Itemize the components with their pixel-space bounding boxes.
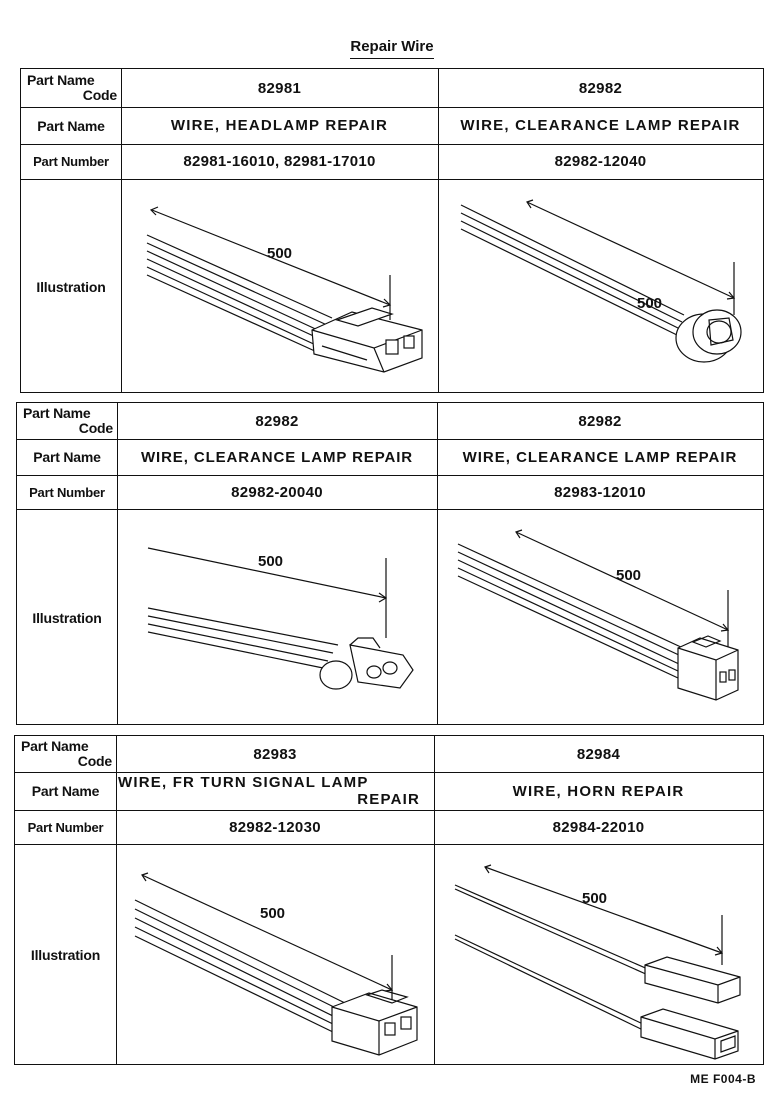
part-code: 82981: [257, 79, 302, 97]
connector-housing: [331, 992, 418, 1056]
part-number: 82982-20040: [231, 483, 323, 501]
dimension-label: 500: [637, 295, 662, 312]
illustration-label: Illustration: [36, 278, 106, 295]
dimension-arrow: [484, 866, 723, 954]
spade-connector-2: [640, 1008, 739, 1060]
dimension-label: 500: [616, 567, 641, 584]
dimension-arrow: [147, 547, 387, 599]
part-number: 82983-12010: [554, 483, 646, 501]
connector-housing: [349, 644, 414, 689]
dimension-label: 500: [260, 905, 285, 922]
part-number: 82982-12030: [229, 818, 321, 836]
headlamp-wire-illustration: 500: [146, 206, 423, 373]
part-number-label: Part Number: [29, 484, 105, 500]
dimension-arrow: [515, 531, 729, 631]
part-code: 82982: [578, 412, 622, 430]
part-number: 82984-22010: [552, 818, 645, 836]
part-name-label: Part Name: [31, 783, 100, 799]
horn-wire-illustration: 500: [454, 864, 741, 1060]
part-number: 82981-16010, 82981-17010: [183, 153, 376, 170]
part-code: 82983: [253, 745, 297, 763]
dimension-arrow: [526, 201, 735, 299]
illustration-label: Illustration: [30, 947, 101, 963]
connector-housing: [677, 637, 739, 701]
part-name-label: Part Name: [37, 117, 105, 134]
spade-connector-1: [644, 956, 741, 1004]
part-name: WIRE, CLEARANCE LAMP REPAIR: [140, 448, 414, 466]
part-number: 82982-12040: [554, 153, 647, 170]
clearance-lamp-wire-illustration: 500: [147, 547, 414, 690]
figure-code: ME F004-B: [690, 1072, 756, 1086]
dimension-label: 500: [258, 553, 283, 570]
part-code: 82982: [255, 412, 299, 430]
part-number-label: Part Number: [27, 819, 104, 835]
part-name-label: Part Name: [33, 449, 101, 465]
dimension-label: 500: [582, 890, 607, 907]
dimension-label: 500: [267, 245, 292, 262]
part-name: WIRE, HEADLAMP REPAIR: [170, 117, 389, 134]
clearance-lamp-socket-illustration: 500: [460, 199, 742, 363]
page-title: Repair Wire: [0, 38, 784, 59]
illustration-label: Illustration: [32, 609, 102, 626]
part-code: 82982: [578, 79, 623, 97]
part-name: WIRE, CLEARANCE LAMP REPAIR: [462, 448, 738, 466]
dimension-arrow: [141, 874, 393, 991]
part-number-label: Part Number: [33, 154, 109, 169]
part-name: WIRE, CLEARANCE LAMP REPAIR: [460, 117, 741, 134]
part-name: WIRE, HORN REPAIR: [512, 782, 685, 800]
part-code: 82984: [576, 745, 621, 763]
turn-signal-wire-illustration: 500: [134, 872, 418, 1056]
connector-housing: [311, 311, 423, 373]
dimension-arrow: [151, 209, 391, 306]
clearance-lamp-connector-illustration: 500: [457, 529, 739, 701]
